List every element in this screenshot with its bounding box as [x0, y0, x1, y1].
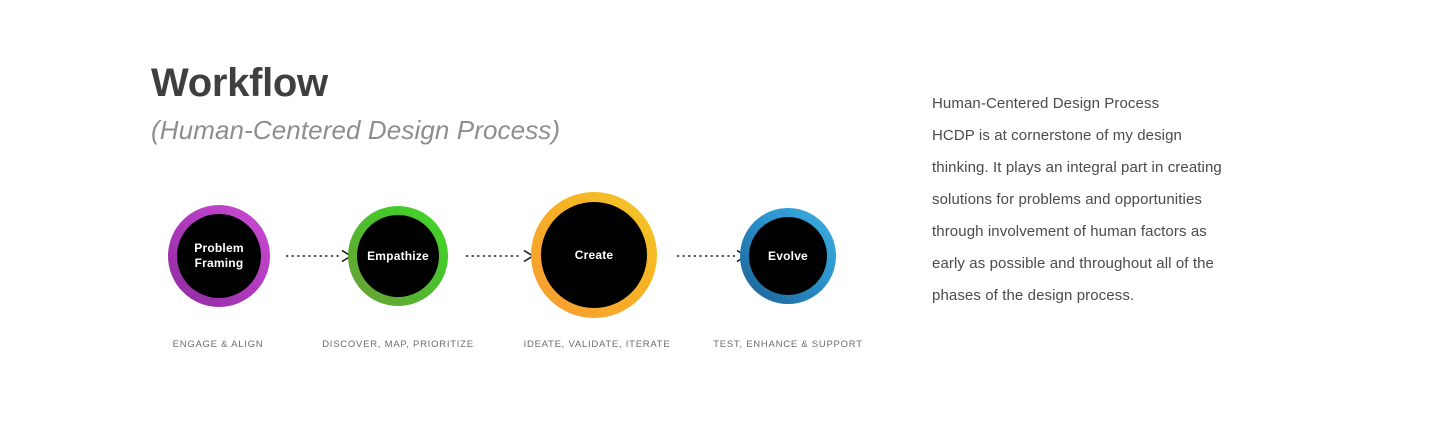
stage-core-empathize: Empathize	[357, 215, 439, 297]
description-block: Human-Centered Design Process HCDP is at…	[932, 88, 1312, 312]
description-line: solutions for problems and opportunities	[932, 191, 1202, 208]
description-line: HCDP is at cornerstone of my design	[932, 127, 1182, 144]
stage-caption-problem-framing: ENGAGE & ALIGN	[172, 339, 264, 350]
flow-arrow-icon-3	[677, 249, 749, 263]
stage-label-problem-framing: Problem Framing	[194, 241, 244, 270]
description-line: thinking. It plays an integral part in c…	[932, 159, 1222, 176]
stage-caption-empathize: DISCOVER, MAP, PRIORITIZE	[322, 339, 474, 350]
description-line: phases of the design process.	[932, 287, 1135, 304]
stage-caption-evolve: TEST, ENHANCE & SUPPORT	[713, 339, 863, 350]
stage-core-create: Create	[541, 202, 647, 308]
description-line: early as possible and throughout all of …	[932, 255, 1214, 272]
page-subtitle: (Human-Centered Design Process)	[151, 115, 561, 145]
stage-label-evolve: Evolve	[768, 248, 808, 263]
flow-arrow-icon-2	[466, 249, 536, 263]
stage-caption-create: IDEATE, VALIDATE, ITERATE	[523, 339, 671, 350]
stage-label-create: Create	[574, 247, 614, 262]
page-title: Workflow	[151, 61, 328, 105]
stage-label-empathize: Empathize	[367, 248, 429, 263]
description-line: through involvement of human factors as	[932, 223, 1207, 240]
workflow-diagram: Problem Framing ENGAGE & ALIGN Empathize…	[151, 186, 881, 361]
stage-core-evolve: Evolve	[749, 217, 827, 295]
stage-core-problem-framing: Problem Framing	[177, 214, 261, 298]
description-line: Human-Centered Design Process	[932, 95, 1160, 112]
heading-block: Workflow (Human-Centered Design Process)	[151, 62, 791, 145]
flow-arrow-icon-1	[286, 249, 354, 263]
